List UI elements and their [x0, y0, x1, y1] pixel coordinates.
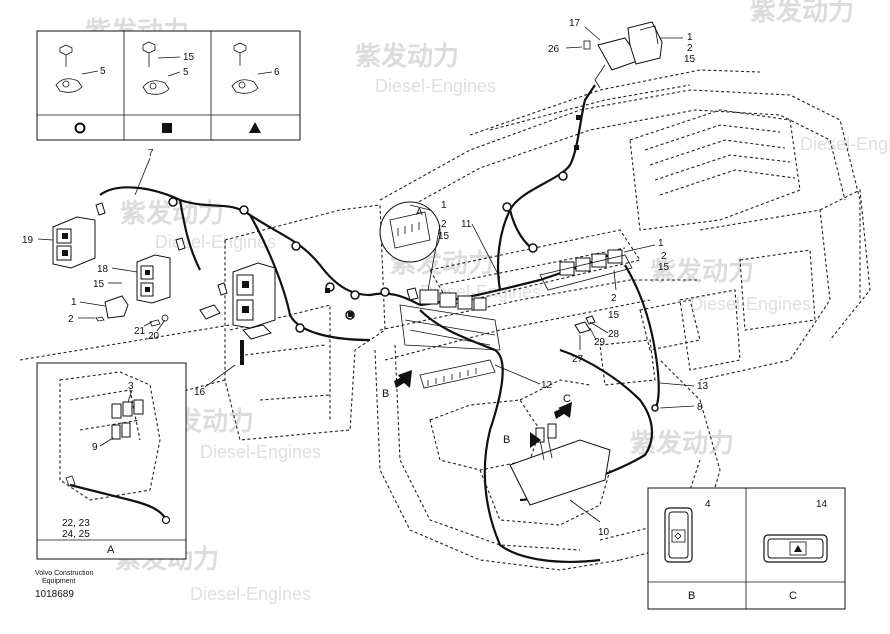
callout-15: 15	[438, 231, 450, 242]
switch-panel-left	[232, 262, 276, 365]
ring-terminal-icon	[55, 44, 83, 93]
callout-15: 15	[93, 279, 105, 290]
callout-1: 1	[71, 297, 77, 308]
switch-18	[136, 254, 171, 304]
connector-1	[95, 295, 129, 322]
watermark-text-en: Diesel-Engines	[190, 584, 311, 604]
callout-16: 16	[194, 387, 206, 398]
callout-29: 29	[594, 337, 606, 348]
relay-cluster-right	[539, 249, 633, 291]
callout-15: 15	[684, 54, 696, 65]
relay-strip-12	[419, 359, 496, 389]
view-arrows	[394, 370, 572, 448]
watermark-text-en: Diesel-Engines	[800, 134, 890, 154]
callout-4: 4	[705, 499, 711, 510]
callout-14: 14	[816, 499, 828, 510]
switch-box-19	[52, 216, 96, 269]
footer-brand: Volvo Construction Equipment 1018689	[35, 570, 93, 600]
connector-21-20	[149, 304, 221, 327]
detail-a-caption: A	[107, 544, 115, 556]
callout-2: 2	[441, 219, 447, 230]
callout-2: 2	[68, 314, 74, 325]
detail-c-caption: C	[789, 590, 797, 602]
harness-7	[99, 186, 421, 342]
arrow-b-lower	[530, 432, 541, 448]
callout-2: 2	[687, 43, 693, 54]
callout-10: 10	[598, 527, 610, 538]
callout-3: 3	[128, 381, 134, 392]
detail-a-relays	[111, 399, 144, 440]
callout-1: 1	[658, 238, 664, 249]
callout-c: C	[563, 393, 571, 405]
legend-label-15: 15	[183, 52, 195, 63]
callout-22-23: 22, 23	[62, 518, 90, 529]
relay-cluster-left	[399, 289, 501, 351]
callout-27: 27	[572, 354, 584, 365]
watermark-text-cn: 紫发动力	[355, 41, 459, 72]
detail-a-panel: 3 9 22, 23 24, 25 A	[36, 362, 187, 560]
callout-labels: 17 26 1 2 15 7 19 18 15 1 2 21 20 16 A 1…	[22, 18, 709, 538]
rocker-switch-14	[763, 534, 828, 563]
document-number: 1018689	[35, 589, 74, 600]
leader-lines	[37, 26, 821, 541]
watermark-text-en: Diesel-Engines	[690, 294, 811, 314]
callout-20: 20	[148, 331, 160, 342]
legend-label-5a: 5	[100, 66, 106, 77]
callout-24-25: 24, 25	[62, 529, 90, 540]
square-symbol	[162, 123, 172, 133]
callout-7: 7	[148, 148, 154, 159]
callout-2: 2	[661, 251, 667, 262]
callout-2: 2	[611, 293, 617, 304]
stud-terminal-icon	[231, 42, 259, 94]
harness-connectors	[95, 202, 596, 334]
harness-10-13	[419, 264, 660, 563]
watermark-text-cn: 紫发动力	[750, 0, 854, 27]
callout-26: 26	[548, 44, 560, 55]
watermark-layer: 紫发动力 Diesel-Engines 紫发动力 Diesel-Engines …	[85, 0, 890, 604]
arrow-b-upper	[394, 370, 412, 388]
detail-bc-panel: 4 14 B C	[647, 487, 846, 610]
watermark-text-cn: 紫发动力	[650, 256, 754, 287]
callout-a: A	[416, 207, 423, 218]
fastener-legend-table: 5 15 5 6	[36, 30, 301, 141]
control-console	[509, 423, 611, 506]
legend-label-5b: 5	[183, 67, 189, 78]
detail-b-caption: B	[688, 590, 695, 602]
triangle-symbol	[249, 122, 261, 133]
watermark-text-cn: 紫发动力	[630, 428, 734, 459]
callout-1: 1	[441, 200, 447, 211]
detail-a-callout	[379, 201, 441, 263]
callout-28: 28	[608, 329, 620, 340]
beacon-lamp-17	[583, 21, 663, 89]
brand-line-1: Volvo Construction	[35, 570, 93, 577]
rocker-switch-4	[664, 507, 693, 563]
callout-15: 15	[658, 262, 670, 273]
brand-line-2: Equipment	[42, 578, 76, 585]
callout-12: 12	[541, 380, 553, 391]
circle-symbol	[74, 122, 86, 134]
callout-17: 17	[569, 18, 581, 29]
callout-8: 8	[697, 402, 703, 413]
legend-label-6: 6	[274, 67, 280, 78]
callout-19: 19	[22, 235, 34, 246]
callout-21: 21	[134, 326, 146, 337]
callout-9: 9	[92, 442, 98, 453]
callout-18: 18	[97, 264, 109, 275]
callout-13: 13	[697, 381, 709, 392]
callout-b: B	[503, 434, 510, 446]
bolt-terminal-icon	[142, 41, 170, 95]
arrow-c	[554, 402, 572, 419]
callout-b: B	[382, 388, 389, 400]
watermark-text-en: Diesel-Engines	[200, 442, 321, 462]
callout-15: 15	[608, 310, 620, 321]
callout-11: 11	[461, 219, 472, 230]
watermark-text-en: Diesel-Engines	[375, 76, 496, 96]
watermark-text-en: Diesel-Engines	[155, 232, 276, 252]
callout-1: 1	[687, 32, 693, 43]
